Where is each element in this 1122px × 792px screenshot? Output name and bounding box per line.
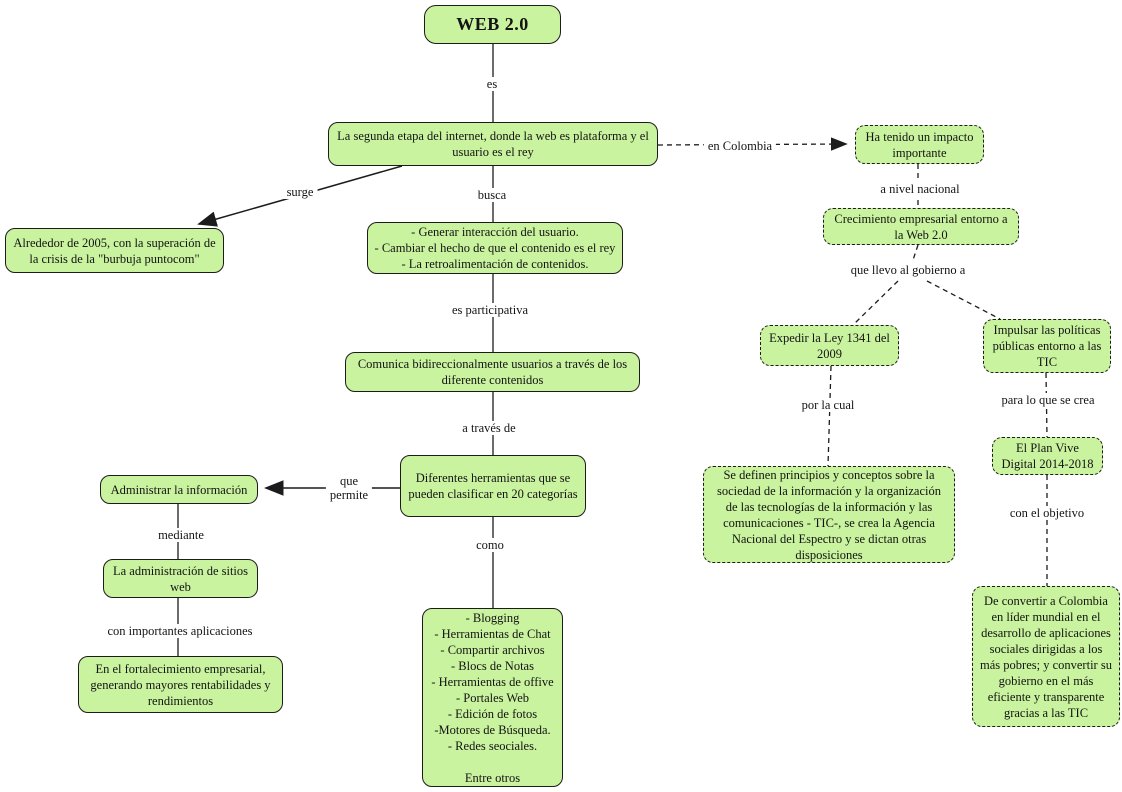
edge-se-crea-line bbox=[1045, 372, 1048, 438]
node-fortalecimiento: En el fortalecimiento empresarial, gener… bbox=[78, 656, 283, 713]
edge-por-la-cual-line bbox=[827, 365, 832, 467]
node-impulsar-politicas: Impulsar las políticas públicas entorno … bbox=[983, 319, 1111, 373]
edge-gobierno-right-line bbox=[926, 280, 1001, 320]
edge-label-nivel-nacional: a nivel nacional bbox=[876, 182, 964, 196]
edge-label-es-participativa: es participativa bbox=[447, 303, 533, 317]
edge-label-busca: busca bbox=[473, 188, 511, 202]
node-alrededor-2005: Alrededor de 2005, con la superación de … bbox=[5, 228, 224, 273]
node-convertir-colombia: De convertir a Colombia en líder mundial… bbox=[972, 586, 1120, 727]
edge-label-que-permite: que permite bbox=[325, 474, 373, 502]
edge-label-como: como bbox=[472, 538, 508, 552]
edge-label-es: es bbox=[482, 77, 502, 91]
node-crecimiento-empresarial: Crecimiento empresarial entorno a la Web… bbox=[823, 208, 1019, 245]
node-definen-principios: Se definen principios y conceptos sobre … bbox=[703, 466, 955, 563]
node-web20: WEB 2.0 bbox=[424, 5, 561, 44]
edge-label-gobierno: que llevo al gobierno a bbox=[846, 263, 970, 277]
node-plan-vive-digital: El Plan Vive Digital 2014-2018 bbox=[992, 437, 1103, 475]
edge-gobierno-left-line bbox=[852, 280, 899, 326]
node-categorias-lista: - Blogging - Herramientas de Chat - Comp… bbox=[422, 608, 563, 787]
node-impacto-importante: Ha tenido un impacto importante bbox=[855, 125, 984, 164]
edge-gobierno-stem-line bbox=[912, 244, 919, 261]
node-ley-1341: Expedir la Ley 1341 del 2009 bbox=[760, 325, 899, 366]
node-herramientas-categorias: Diferentes herramientas que se pueden cl… bbox=[400, 455, 586, 517]
node-administrar-informacion: Administrar la información bbox=[100, 475, 258, 504]
edge-label-en-colombia: en Colombia bbox=[703, 139, 777, 153]
edge-label-aplicaciones: con importantes aplicaciones bbox=[103, 624, 257, 638]
edge-label-mediante: mediante bbox=[154, 528, 208, 542]
edge-label-por-la-cual: por la cual bbox=[797, 398, 859, 412]
node-segunda-etapa: La segunda etapa del internet, donde la … bbox=[328, 122, 658, 166]
edge-label-a-traves-de: a través de bbox=[458, 421, 520, 435]
edge-label-se-crea: para lo que se crea bbox=[997, 393, 1099, 407]
node-comunica-bidireccional: Comunica bidireccionalmente usuarios a t… bbox=[345, 352, 640, 392]
edge-label-objetivo: con el objetivo bbox=[1005, 506, 1089, 520]
edge-label-surge: surge bbox=[282, 185, 318, 199]
node-objetivos-lista: - Generar interacción del usuario. - Cam… bbox=[367, 222, 623, 274]
node-administracion-sitios: La administración de sitios web bbox=[103, 559, 258, 598]
